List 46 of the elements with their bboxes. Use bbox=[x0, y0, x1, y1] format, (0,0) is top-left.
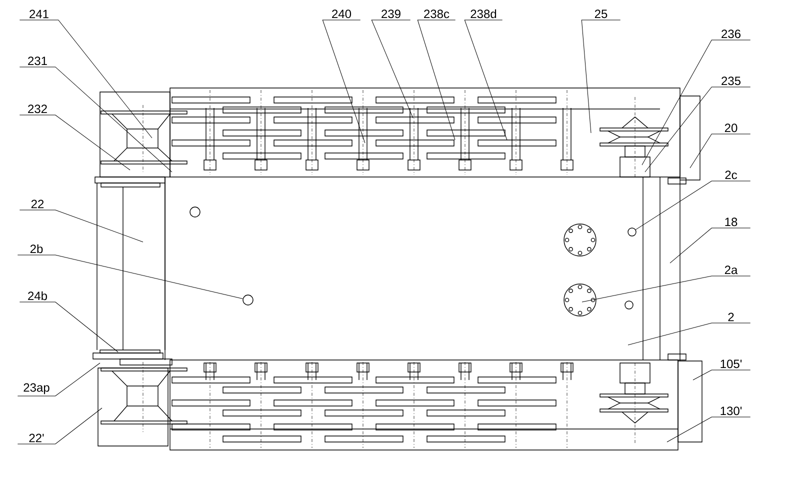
leader-line bbox=[690, 134, 751, 168]
leader-line bbox=[322, 20, 366, 144]
callout-number: 25 bbox=[594, 10, 608, 18]
callout-number: 18 bbox=[725, 218, 738, 226]
callout-number: 240 bbox=[332, 10, 352, 18]
callout-number: 20 bbox=[724, 124, 738, 132]
callout-number: 232 bbox=[28, 104, 47, 114]
callout-number: 238c bbox=[424, 10, 450, 18]
callout-number: 238d bbox=[470, 9, 496, 18]
callout-number: 2c bbox=[725, 170, 738, 180]
leader-line bbox=[644, 86, 751, 172]
callout-number: 239 bbox=[382, 10, 400, 18]
leader-line bbox=[666, 416, 751, 442]
callout-number: 24b bbox=[28, 291, 47, 300]
callout-number: 2 bbox=[728, 312, 734, 322]
callout-number: 105' bbox=[720, 360, 742, 368]
leader-line bbox=[19, 66, 172, 172]
leader-line bbox=[417, 20, 456, 140]
leader-line bbox=[582, 276, 751, 302]
leader-line bbox=[635, 180, 751, 230]
leader-line bbox=[371, 20, 414, 118]
hole bbox=[242, 294, 254, 306]
leader-line bbox=[642, 40, 751, 166]
callout-number: 22' bbox=[29, 434, 44, 442]
leader-line bbox=[464, 20, 508, 140]
callout-number: 130' bbox=[720, 406, 742, 416]
callout-number: 2b bbox=[30, 244, 43, 254]
callout-number: 23ap bbox=[24, 383, 50, 394]
leader-line bbox=[19, 210, 144, 242]
leader-line bbox=[19, 20, 152, 138]
callout-number: 235 bbox=[722, 76, 740, 86]
leader-line bbox=[581, 20, 621, 134]
leader-line bbox=[17, 408, 102, 444]
callout-number: 2a bbox=[724, 266, 738, 274]
callout-number: 231 bbox=[28, 56, 47, 66]
leader-line bbox=[17, 254, 244, 300]
callout-number: 22 bbox=[31, 200, 44, 208]
callout-number: 241 bbox=[30, 10, 48, 18]
leader-line bbox=[670, 228, 751, 264]
hole bbox=[628, 228, 636, 236]
leader-line bbox=[19, 114, 130, 170]
leader-line bbox=[692, 370, 751, 380]
leader-line bbox=[17, 362, 100, 396]
callout-number: 236 bbox=[722, 30, 740, 38]
leader-line bbox=[628, 322, 751, 346]
leader-line bbox=[19, 302, 118, 352]
